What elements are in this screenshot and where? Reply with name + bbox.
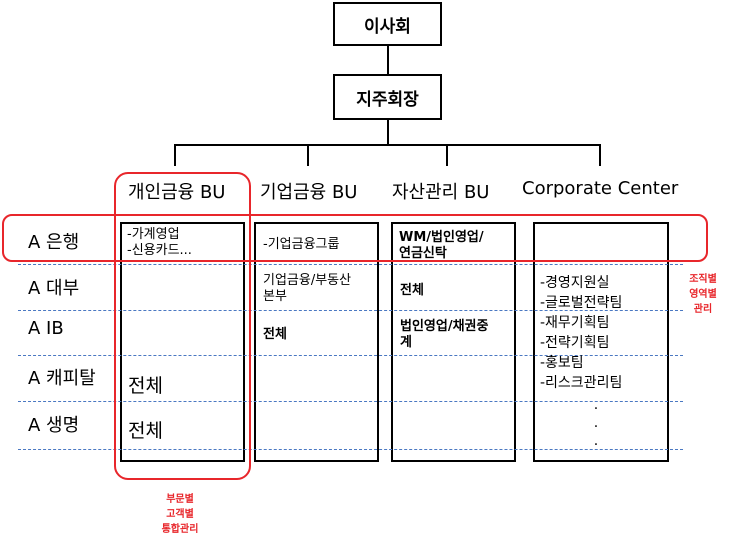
ellipsis-dot: . (593, 433, 599, 449)
board-box: 이사회 (333, 2, 442, 46)
bu-header-corporate: 기업금융 BU (260, 182, 358, 203)
column-personal (120, 222, 245, 462)
cell-center-list: -경영지원실 -글로벌전략팀 -재무기획팀 -전략기획팀 -홍보팀 -리스크관리… (540, 273, 622, 393)
row-divider (18, 310, 683, 311)
bu-bus-line (174, 144, 601, 146)
row-divider (18, 401, 683, 402)
highlight-personal-column (114, 172, 251, 480)
bu-drop-personal (174, 144, 176, 166)
list-item: -경영지원실 (540, 275, 610, 291)
column-corporate (254, 222, 379, 462)
row-divider (18, 264, 683, 265)
cell-personal-bank: -가계영업 -신용카드... (127, 227, 192, 258)
cell-wealth-ib: 법인영업/채권중 계 (400, 319, 489, 350)
bu-drop-center (599, 144, 601, 166)
cell-corporate-loan: 기업금융/부동산 본부 (263, 273, 352, 304)
row-divider (18, 355, 683, 356)
note-integrated-management: 부문별 고객별 통합관리 (161, 494, 199, 535)
row-label-capital: A 캐피탈 (28, 368, 96, 389)
note-org-management: 조직별 영역별 관리 (689, 274, 717, 315)
list-item: -홍보팀 (540, 355, 584, 371)
row-label-loan: A 대부 (28, 278, 80, 299)
row-label-life: A 생명 (28, 415, 80, 436)
highlight-bank-row (2, 214, 708, 262)
column-wealth (391, 222, 516, 462)
cell-corporate-bank: -기업금융그룹 (263, 237, 340, 252)
cell-personal-capital: 전체 (128, 375, 163, 397)
list-item: -리스크관리팀 (540, 375, 623, 391)
ellipsis-dot: . (593, 415, 599, 431)
connector-board-chairman (387, 46, 389, 74)
row-divider (18, 449, 683, 450)
cell-corporate-ib: 전체 (263, 327, 287, 342)
ellipsis-dot: . (593, 397, 599, 413)
bu-drop-wealth (446, 144, 448, 166)
cell-wealth-bank: WM/법인영업/ 연금신탁 (399, 230, 484, 261)
list-item: -전략기획팀 (540, 335, 610, 351)
bu-header-wealth: 자산관리 BU (392, 182, 490, 203)
column-center (533, 222, 669, 462)
connector-chairman-bus (387, 120, 389, 144)
cell-personal-life: 전체 (128, 420, 163, 442)
chairman-box: 지주회장 (333, 74, 442, 120)
cell-center-dots: . . . (590, 398, 602, 448)
row-label-bank: A 은행 (28, 232, 80, 253)
bu-header-personal: 개인금융 BU (128, 182, 226, 203)
row-label-ib: A IB (28, 318, 64, 339)
list-item: -글로벌전략팀 (540, 295, 623, 311)
list-item: -재무기획팀 (540, 315, 610, 331)
cell-wealth-loan: 전체 (400, 283, 424, 298)
bu-drop-corporate (307, 144, 309, 166)
bu-header-center: Corporate Center (522, 178, 679, 199)
